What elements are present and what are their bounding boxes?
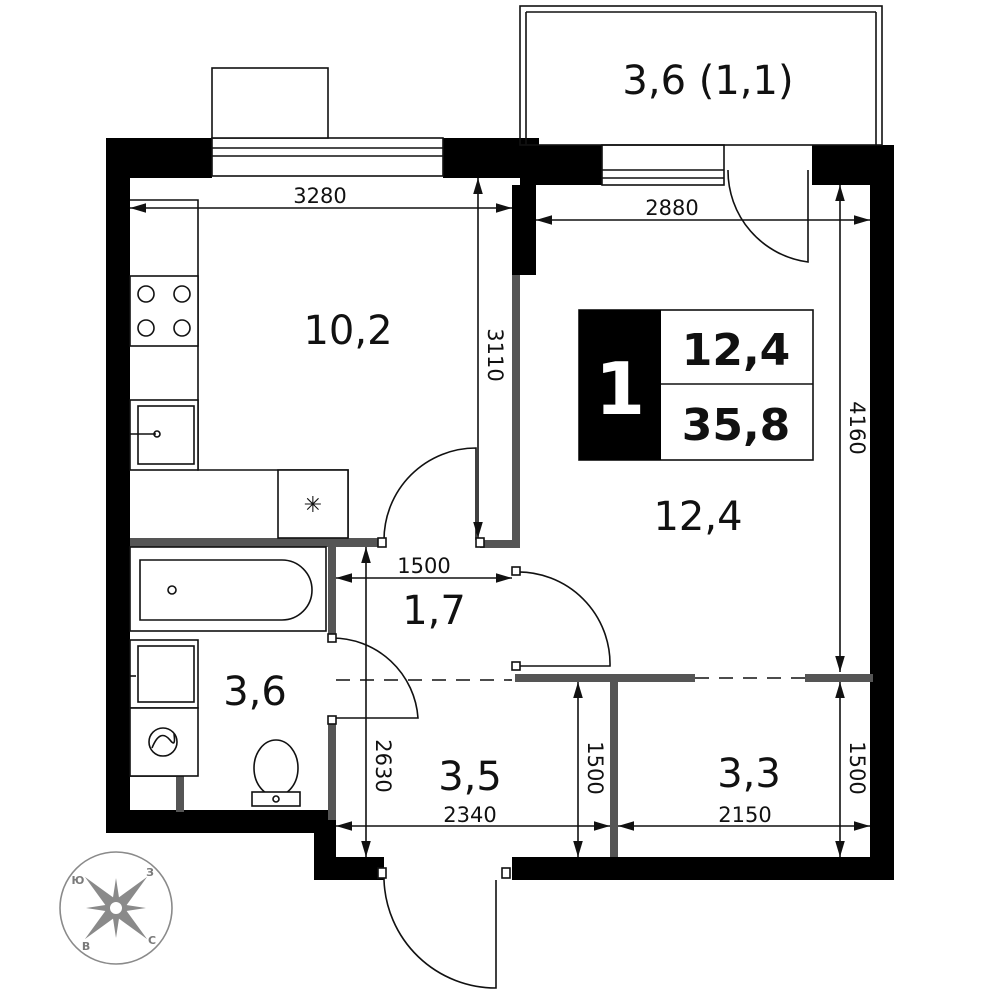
bath-door: [331, 637, 419, 719]
dim-hall-width: 2340: [443, 803, 496, 827]
dim-storage-width: 2150: [718, 803, 771, 827]
kitchen-furniture: ✳: [129, 199, 349, 539]
room-areas: 10,2 12,4 1,7 3,6 3,5 3,3: [223, 308, 781, 800]
partition-kitchen-corr: [480, 540, 520, 548]
entrance-door: [383, 876, 497, 989]
washing-machine: [129, 707, 199, 777]
balcony-area: 3,6 (1,1): [622, 58, 793, 104]
kitchen-window: [211, 137, 444, 177]
partition-living-bottom2: [805, 674, 873, 682]
dim-kitchen-width: 3280: [293, 184, 346, 208]
hall-area: 3,5: [438, 754, 502, 800]
dim-living-width: 2880: [645, 196, 698, 220]
kitchen-door: [383, 447, 477, 545]
rooms-count: 1: [595, 347, 645, 431]
dim-bath-depth: 2630: [371, 739, 395, 792]
compass-south: С: [148, 934, 156, 947]
compass-east: З: [146, 866, 154, 879]
dim-hall-depth: 1500: [583, 741, 607, 794]
wall-right: [870, 145, 894, 880]
living-window: [601, 144, 725, 186]
doors: [327, 169, 809, 989]
partition-kitchen-bath: [130, 538, 386, 547]
area-summary-badge: 1 12,4 35,8: [578, 309, 814, 461]
wall-bottom-left: [106, 810, 336, 833]
kitchen-sink: [129, 399, 199, 471]
dim-kitchen-depth: 3110: [483, 328, 507, 381]
storage-area: 3,3: [717, 751, 781, 797]
partition-living-bottom: [515, 674, 695, 682]
balcony: 3,6 (1,1): [519, 5, 883, 146]
wall-top-mid2: [520, 145, 602, 185]
partition-bath-corr2: [328, 720, 336, 820]
fridge: [277, 469, 349, 539]
rooms-count-box: [579, 310, 661, 460]
exterior-walls: [106, 138, 894, 880]
kitchen-area: 10,2: [303, 308, 392, 354]
living-area: 12,4: [653, 494, 742, 540]
bath-sink: [129, 639, 199, 709]
dim-corridor-width: 1500: [397, 554, 450, 578]
balcony-door: [727, 169, 809, 263]
corridor-area: 1,7: [402, 588, 466, 634]
summary-living-area: 12,4: [682, 325, 791, 376]
wall-bottom-right: [512, 857, 894, 880]
compass-west: В: [82, 940, 90, 953]
summary-total-area: 35,8: [682, 400, 791, 451]
bathroom-fixtures: [129, 546, 327, 807]
partition-hall-storage: [610, 674, 618, 857]
partition-kitchen-living: [512, 275, 520, 545]
wall-entry-left: [314, 857, 384, 880]
compass-north: Ю: [72, 874, 85, 887]
wall-top-left: [106, 138, 212, 178]
dimension-labels: 3280 3110 2880 4160 1500 2630 2340 1500 …: [293, 184, 869, 827]
windows: [211, 67, 725, 186]
partition-bath-corr: [328, 547, 336, 637]
dim-storage-depth: 1500: [845, 741, 869, 794]
partition-wc-box: [176, 772, 184, 812]
toilet: [251, 739, 301, 807]
dimension-lines: [130, 178, 870, 857]
compass-rose-icon: Ю З В С: [59, 851, 173, 965]
stove: [129, 275, 199, 347]
balcony-outline: [519, 5, 883, 146]
bathtub: [129, 546, 327, 632]
snowflake-icon: ✳: [304, 493, 322, 518]
wall-pillar: [512, 185, 536, 275]
bathroom-area: 3,6: [223, 669, 287, 715]
dim-living-depth: 4160: [845, 401, 869, 454]
living-door: [515, 571, 611, 667]
wall-left: [106, 138, 130, 833]
kitchen-window-sill: [211, 67, 329, 139]
partitions: [130, 275, 873, 857]
